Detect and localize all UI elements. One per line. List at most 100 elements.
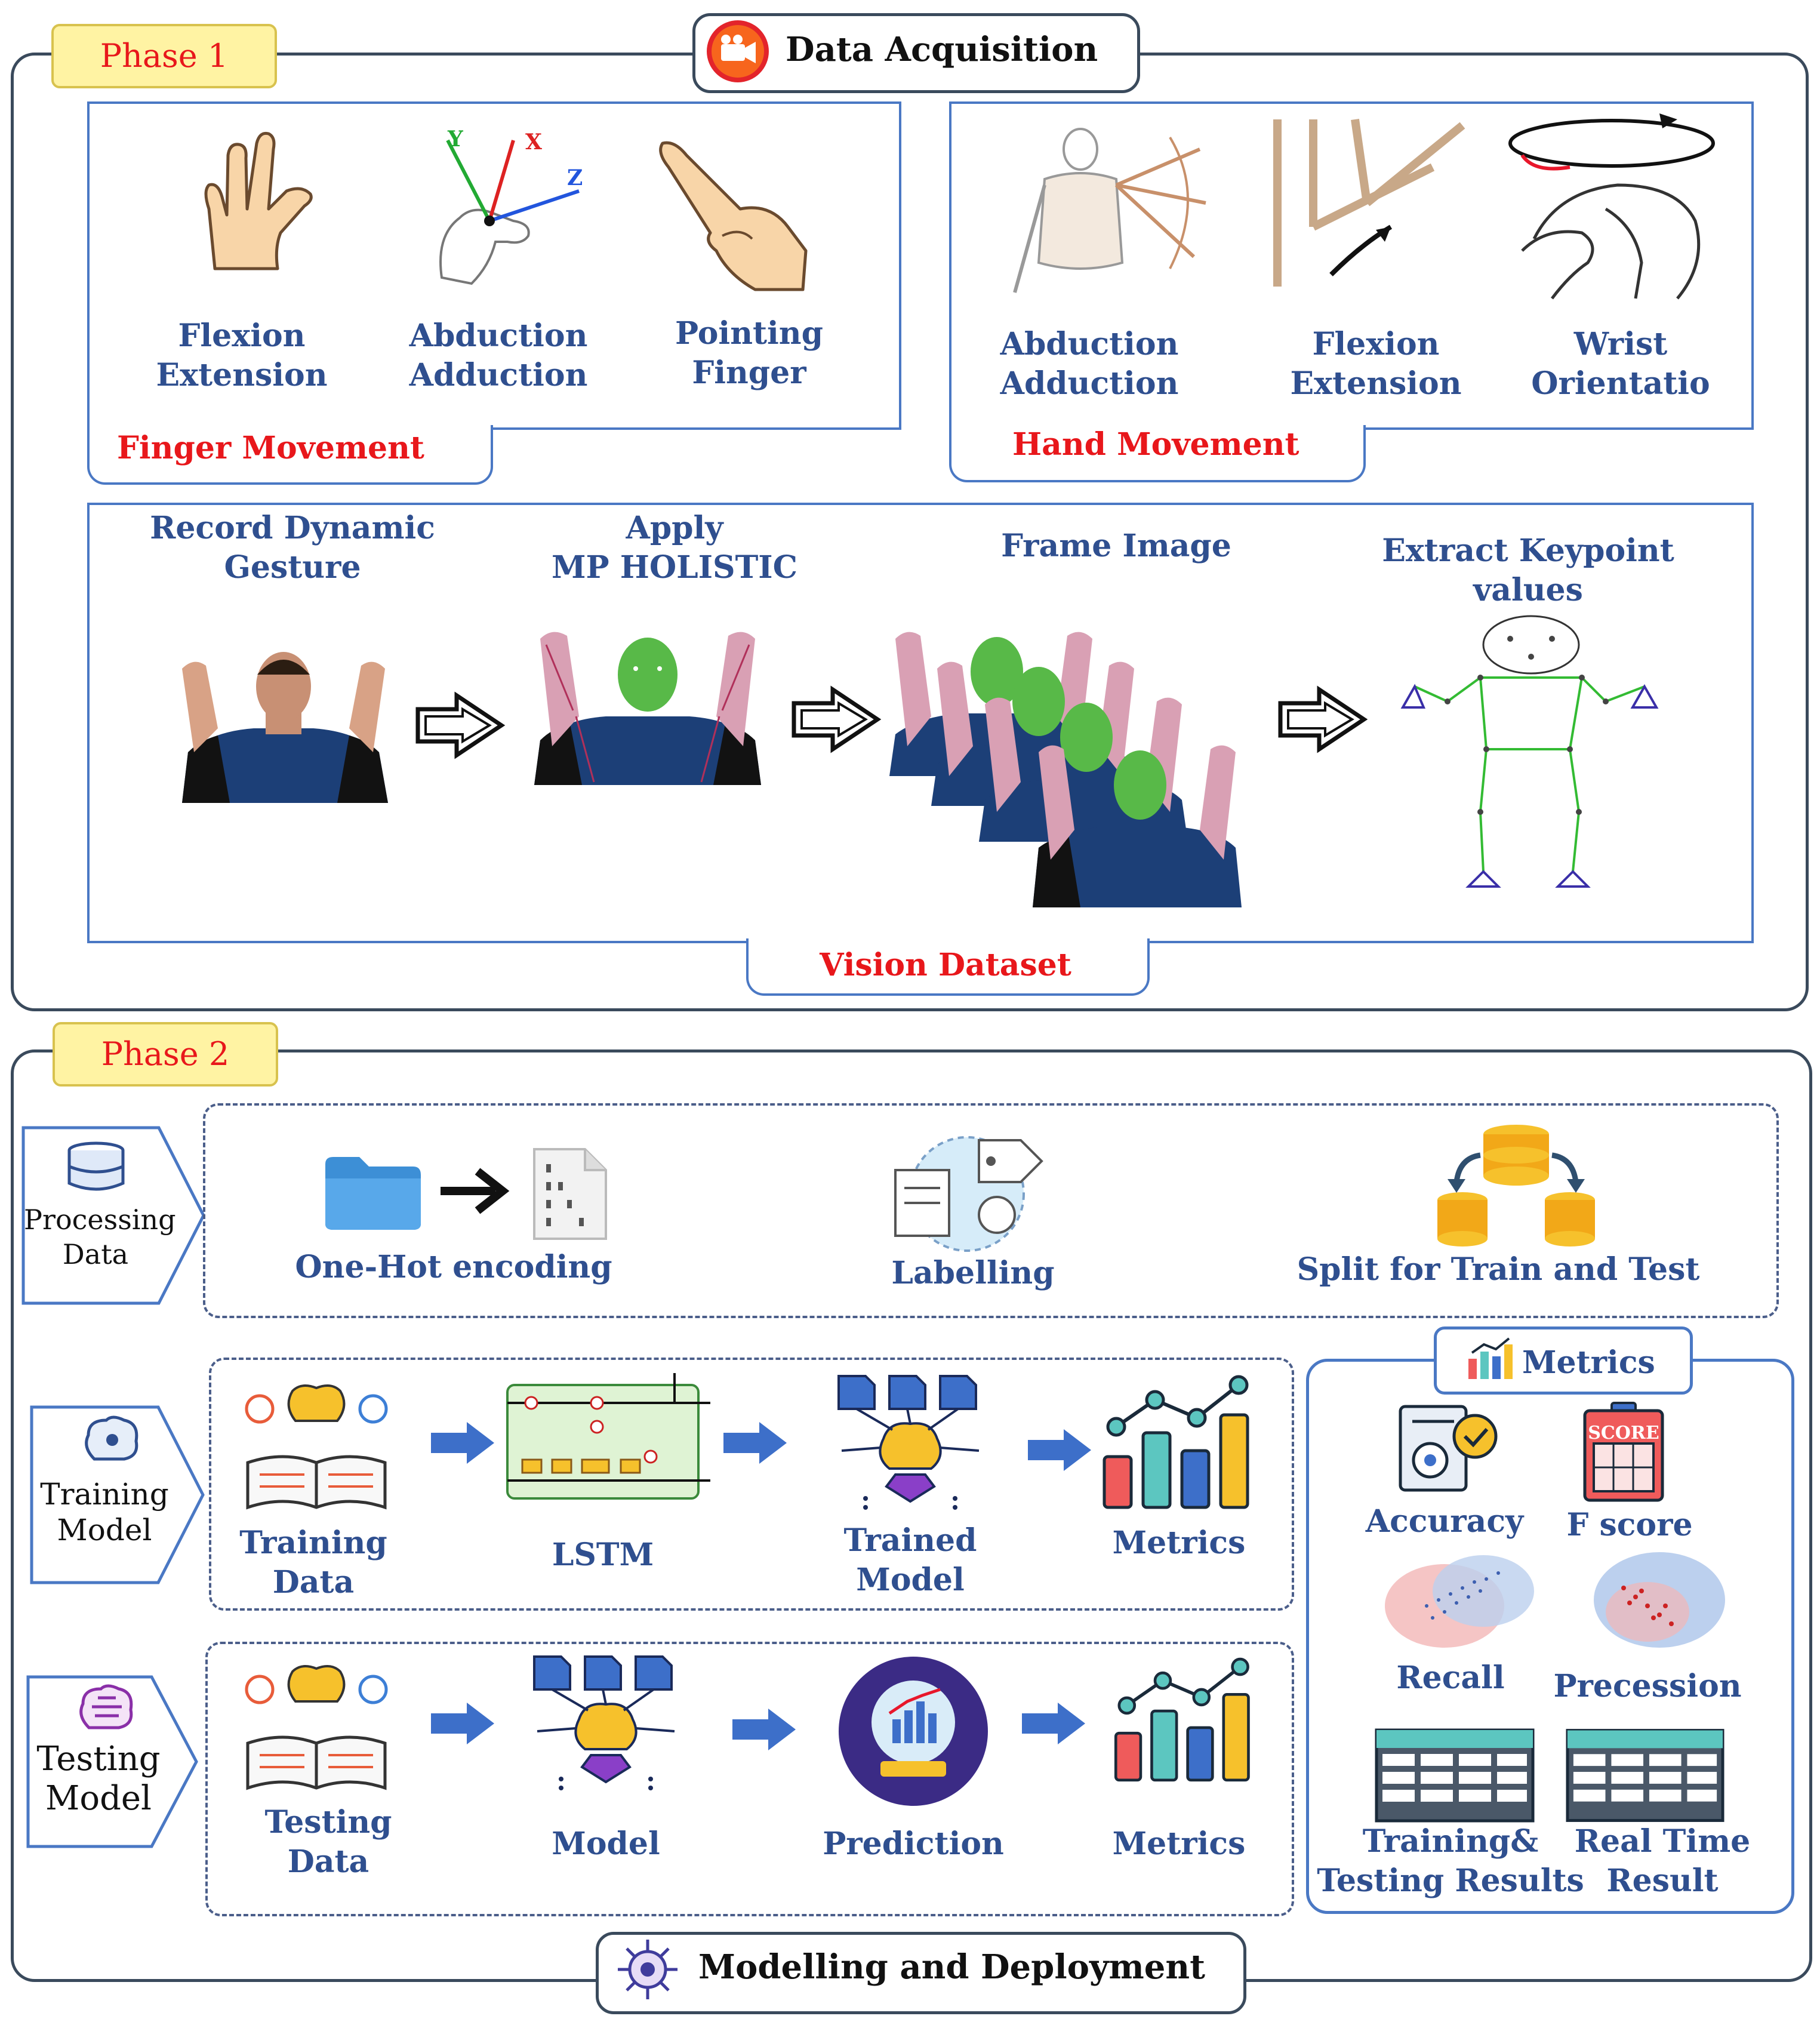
finger-item-1-line2: Extension <box>156 357 328 393</box>
wrist-orientation-icon <box>1508 113 1715 300</box>
hand-item-2-line2: Extension <box>1290 365 1462 402</box>
blue-arrow-icon <box>732 1709 796 1750</box>
vision-step-2-line2: MP HOLISTIC <box>551 549 798 586</box>
hand-item-2-line1: Flexion <box>1312 326 1440 362</box>
training-item-1-line1: Training <box>239 1525 387 1561</box>
accuracy-gear-check-icon <box>1399 1405 1498 1492</box>
phase2-title-box <box>596 1932 1246 2014</box>
precision-scatter-icon <box>1594 1552 1725 1648</box>
split-database-icon <box>1437 1125 1595 1247</box>
hand-movement-caption: Hand Movement <box>1012 426 1299 463</box>
finger-item-3-line2: Finger <box>692 355 806 391</box>
metric-precession: Precession <box>1553 1668 1742 1704</box>
testing-row-box <box>205 1642 1294 1916</box>
vision-step-4-line1: Extract Keypoint <box>1382 533 1674 569</box>
finger-flexion-hand-icon <box>204 131 313 270</box>
phase2-tag: Phase 2 <box>53 1022 278 1087</box>
realtime-table-icon <box>1566 1729 1724 1822</box>
training-item-4: Metrics <box>1112 1525 1246 1561</box>
vision-step-1-line2: Gesture <box>224 549 361 586</box>
axis-z-label: Z <box>567 165 583 190</box>
processing-item-3: Split for Train and Test <box>1297 1251 1700 1288</box>
training-item-3-line2: Model <box>856 1562 965 1598</box>
axis-x-label: X <box>525 130 542 155</box>
vision-dataset-tab <box>746 938 1150 996</box>
blue-arrow-icon <box>1028 1429 1091 1471</box>
chevron-processing-line1: Processing <box>24 1204 176 1236</box>
training-item-3-line1: Trained <box>843 1522 977 1559</box>
phase1-tag: Phase 1 <box>51 24 277 88</box>
metrics-bar-chart-icon <box>1103 1375 1249 1509</box>
brain-test-icon <box>79 1684 133 1729</box>
metric-f-score: F score <box>1566 1507 1693 1543</box>
training-item-2: LSTM <box>552 1537 654 1573</box>
finger-movement-tab <box>87 425 493 485</box>
training-data-book-icon <box>245 1384 388 1510</box>
body-abduction-sketch-icon <box>1013 128 1206 293</box>
chevron-testing-line1: Testing <box>36 1740 161 1778</box>
chevron-training-model <box>30 1405 205 1584</box>
arrow-icon <box>1278 685 1368 753</box>
finger-movement-caption: Finger Movement <box>117 430 424 466</box>
vision-step-4-line2: values <box>1473 572 1583 608</box>
blue-arrow-icon <box>1022 1703 1085 1744</box>
hand-movement-tab <box>949 425 1366 482</box>
metric-train-test-line1: Training& <box>1362 1823 1539 1860</box>
chevron-testing-line2: Model <box>45 1779 152 1818</box>
finger-abduction-axes-icon <box>439 139 580 285</box>
score-badge-text: SCORE <box>1588 1423 1659 1444</box>
hand-item-1-line1: Abduction <box>1000 326 1179 362</box>
chevron-testing-model <box>26 1675 198 1848</box>
processing-item-1: One-Hot encoding <box>295 1249 612 1285</box>
processing-item-2: Labelling <box>891 1255 1055 1291</box>
mp-holistic-photo <box>534 632 761 785</box>
labelling-icon <box>894 1136 1043 1252</box>
finger-item-2-line2: Adduction <box>409 357 588 393</box>
blue-arrow-icon <box>431 1703 494 1744</box>
blue-arrow-icon <box>723 1422 787 1464</box>
metrics-panel-title: Metrics <box>1522 1344 1655 1381</box>
model-icon <box>533 1655 675 1790</box>
person-gesture-photo <box>182 652 388 803</box>
database-stack-icon <box>67 1141 125 1191</box>
arrow-icon <box>415 691 506 759</box>
metrics-panel-title-box <box>1434 1326 1693 1395</box>
finger-item-1-line1: Flexion <box>178 318 306 354</box>
training-row-box <box>209 1358 1294 1611</box>
testing-item-1-line2: Data <box>287 1843 369 1880</box>
testing-item-3: Prediction <box>823 1826 1004 1862</box>
frame-images-stack <box>889 632 1242 907</box>
brain-chip-icon <box>618 1940 678 1999</box>
blue-arrow-icon <box>431 1422 494 1464</box>
chevron-training-line2: Model <box>57 1513 152 1547</box>
bar-chart-icon <box>1468 1337 1513 1379</box>
metric-realtime-line1: Real Time <box>1574 1823 1751 1860</box>
chevron-training-line1: Training <box>40 1477 169 1512</box>
pointing-finger-icon <box>659 141 808 291</box>
brain-circuit-icon <box>85 1415 138 1461</box>
phase1-title: Data Acquisition <box>786 30 1098 69</box>
finger-item-3-line1: Pointing <box>675 315 823 352</box>
hand-item-3-line1: Wrist <box>1573 326 1668 362</box>
lstm-cell-diagram <box>506 1373 710 1500</box>
folder-icon <box>325 1157 421 1230</box>
f-score-board-icon <box>1583 1402 1664 1502</box>
chevron-processing-line2: Data <box>62 1238 129 1270</box>
phase2-title: Modelling and Deployment <box>698 1947 1205 1987</box>
vision-step-2-line1: Apply <box>626 510 723 546</box>
metric-train-test-line2: Testing Results <box>1317 1863 1584 1899</box>
vision-step-1-line1: Record Dynamic <box>150 510 435 546</box>
metrics-bar-chart-icon <box>1114 1657 1250 1782</box>
trained-model-icon <box>837 1375 980 1510</box>
hand-item-1-line2: Adduction <box>1000 365 1179 402</box>
keypoint-skeleton-diagram <box>1400 615 1659 888</box>
arrow-icon <box>792 685 882 753</box>
processing-row-box <box>203 1103 1779 1318</box>
vision-step-3-line1: Frame Image <box>1001 528 1231 564</box>
testing-item-2: Model <box>552 1826 660 1862</box>
recall-scatter-icon <box>1385 1555 1534 1648</box>
vision-dataset-caption: Vision Dataset <box>820 947 1071 983</box>
testing-item-4: Metrics <box>1112 1826 1246 1862</box>
right-arrow-icon <box>441 1168 510 1214</box>
prediction-crystal-ball-icon <box>839 1657 988 1806</box>
